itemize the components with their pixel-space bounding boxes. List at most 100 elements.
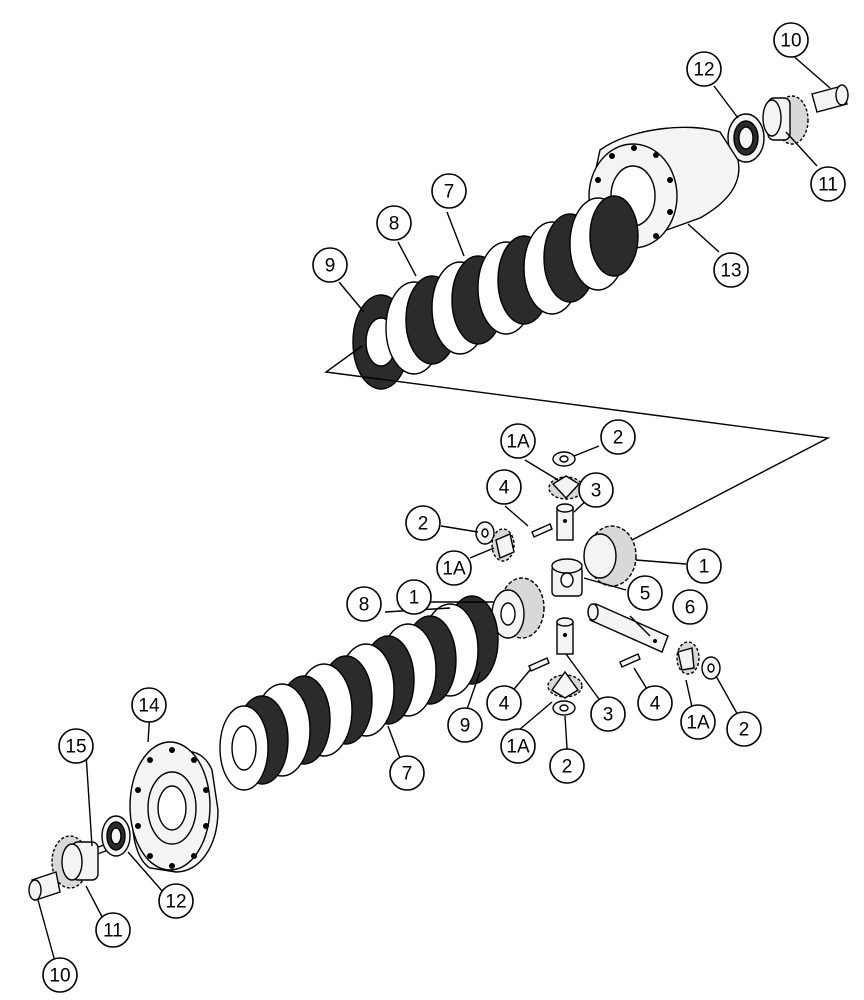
callout-c14: 1 xyxy=(686,548,722,584)
callout-circle xyxy=(396,579,432,615)
callout-c4: 13 xyxy=(713,252,749,288)
callout-circle xyxy=(131,687,167,723)
callout-number: 8 xyxy=(359,595,370,616)
pinion-gear-left xyxy=(491,528,515,562)
side-gear-right xyxy=(583,525,637,587)
callout-circle xyxy=(500,423,536,459)
callout-circle xyxy=(486,685,522,721)
callout-c1: 10 xyxy=(773,22,809,58)
callout-c22: 9 xyxy=(447,707,483,743)
upper-bearing xyxy=(727,113,765,163)
callout-c26: 2 xyxy=(726,711,762,747)
callout-c9: 2 xyxy=(600,419,636,455)
leader-lines xyxy=(37,53,831,977)
callout-circle xyxy=(431,173,467,209)
callout-number: 12 xyxy=(165,892,186,913)
callout-circle xyxy=(42,957,78,993)
callout-circle xyxy=(600,419,636,455)
callout-circle xyxy=(686,51,722,87)
callout-number: 8 xyxy=(389,214,400,235)
callout-circle xyxy=(578,472,614,508)
callout-c31: 11 xyxy=(95,912,131,948)
callout-number: 7 xyxy=(444,182,455,203)
pinion-gear-bottom xyxy=(547,670,583,699)
pinion-gear-top xyxy=(548,475,584,500)
callout-c10: 4 xyxy=(486,469,522,505)
lower-bearing xyxy=(101,815,131,857)
callout-number: 9 xyxy=(325,256,336,277)
callout-number: 1A xyxy=(506,432,530,453)
roll-pin-bottom-left xyxy=(528,657,550,672)
center-block xyxy=(551,558,583,597)
callout-c18: 6 xyxy=(672,589,708,625)
callout-number: 2 xyxy=(613,428,624,449)
callout-number: 2 xyxy=(739,720,750,741)
callout-c7: 9 xyxy=(312,247,348,283)
lower-housing xyxy=(129,741,219,873)
callout-c12: 2 xyxy=(405,505,441,541)
upper-clutch-pack xyxy=(352,195,639,390)
callout-number: 9 xyxy=(460,716,471,737)
callout-circle xyxy=(590,696,626,732)
pinion-gear-right xyxy=(676,641,700,675)
callout-c23: 3 xyxy=(590,696,626,732)
callout-c27: 1A xyxy=(680,704,716,740)
callout-number: 10 xyxy=(780,31,801,52)
callout-number: 12 xyxy=(693,60,714,81)
callout-c24: 4 xyxy=(637,685,673,721)
callout-circle xyxy=(549,748,585,784)
callout-circle xyxy=(312,247,348,283)
callout-c11: 3 xyxy=(578,472,614,508)
callout-c8: 1A xyxy=(500,423,536,459)
callout-c21: 4 xyxy=(486,685,522,721)
callout-circle xyxy=(637,685,673,721)
lower-clutch-pack xyxy=(219,595,499,791)
callout-c5: 7 xyxy=(431,173,467,209)
callout-c28: 2 xyxy=(549,748,585,784)
callout-circle xyxy=(713,252,749,288)
cross-shaft xyxy=(587,603,669,653)
callout-c32: 10 xyxy=(42,957,78,993)
roll-pin-top xyxy=(531,523,553,538)
callout-number: 15 xyxy=(65,737,86,758)
callout-circle xyxy=(389,755,425,791)
callout-number: 10 xyxy=(49,966,70,987)
callout-c13: 1A xyxy=(436,550,472,586)
callout-number: 11 xyxy=(818,175,838,196)
callout-c20: 15 xyxy=(58,728,94,764)
callout-number: 7 xyxy=(402,764,413,785)
callout-circle xyxy=(158,883,194,919)
center-differential xyxy=(475,451,721,716)
callout-c19: 14 xyxy=(131,687,167,723)
cross-pin-top xyxy=(556,503,574,541)
callout-c3: 11 xyxy=(810,166,846,202)
callout-number: 2 xyxy=(562,757,573,778)
callout-circle xyxy=(486,469,522,505)
callout-c29: 7 xyxy=(389,755,425,791)
callout-c25: 1A xyxy=(500,728,536,764)
callout-circle xyxy=(627,575,663,611)
callout-number: 3 xyxy=(591,481,602,502)
callout-circle xyxy=(686,548,722,584)
lower-bushing xyxy=(28,871,61,901)
callout-number: 1A xyxy=(686,713,710,734)
callout-c15: 8 xyxy=(346,586,382,622)
callout-circle xyxy=(672,589,708,625)
callout-c16: 1 xyxy=(396,579,432,615)
callout-circle xyxy=(376,205,412,241)
callout-circle xyxy=(346,586,382,622)
callout-circle xyxy=(436,550,472,586)
callout-number: 1 xyxy=(699,557,710,578)
callout-number: 1 xyxy=(409,588,420,609)
callout-circle xyxy=(810,166,846,202)
cross-pin-bottom xyxy=(556,617,574,655)
connector-lines xyxy=(324,345,831,541)
callout-number: 4 xyxy=(499,478,510,499)
upper-assembly xyxy=(352,84,849,390)
callout-circle xyxy=(773,22,809,58)
callout-circle xyxy=(58,728,94,764)
callout-number: 4 xyxy=(650,694,661,715)
callout-c17: 5 xyxy=(627,575,663,611)
